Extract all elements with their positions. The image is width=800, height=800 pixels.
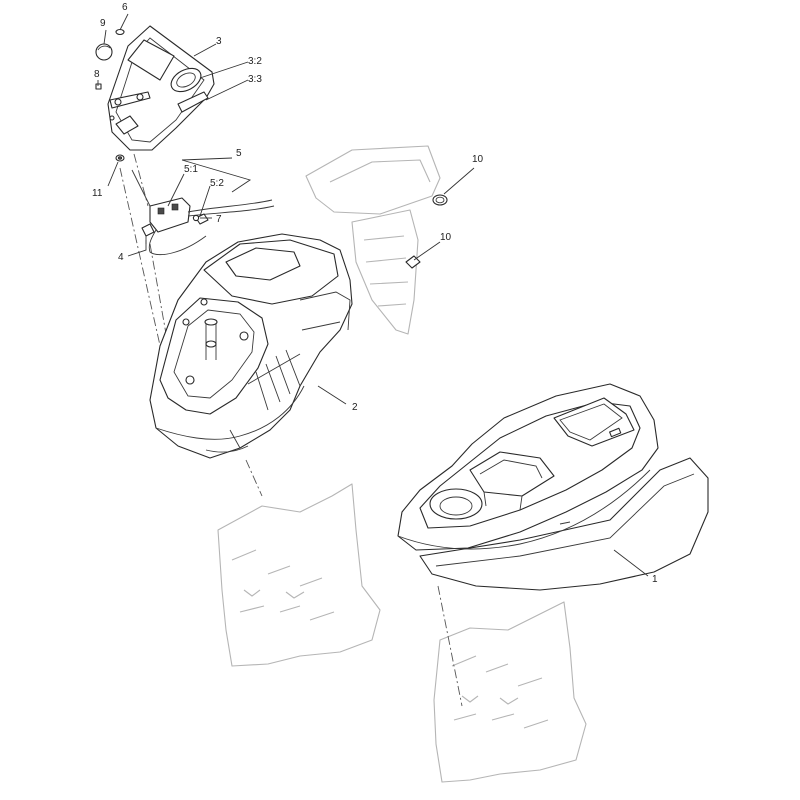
nut-part-8 [95,83,102,90]
grommet-part-11 [115,154,125,162]
decal-part-3-3 [177,91,209,113]
alignment-line-4 [149,243,171,357]
cup-holder [429,488,483,520]
callout-2: 2 [352,402,358,413]
callout-1: 1 [652,574,658,585]
callout-3: 3 [216,36,222,47]
screw-part-6 [115,28,125,36]
alignment-line-floor-left [245,459,263,497]
callout-5: 5 [236,148,242,159]
callout-10-lower: 10 [440,232,452,243]
connector-part-5-2 [195,213,209,225]
callout-3-2: 3:2 [248,56,262,67]
callout-7: 7 [216,214,222,225]
callout-10-upper: 10 [472,154,484,165]
control-panel-part-3 [107,25,215,151]
leader-lines [97,13,649,577]
switch-harness-part-5 [131,169,275,255]
console-part-1 [397,383,709,591]
alignment-line-11 [119,167,167,373]
callout-11: 11 [92,188,103,199]
callout-6: 6 [122,2,128,13]
callout-9: 9 [100,18,106,29]
alignment-line-panel [133,153,149,207]
callout-3-3: 3:3 [248,74,262,85]
sensor-part-4 [141,223,155,244]
callout-5-1: 5:1 [184,164,198,175]
switch-body-part-5-1 [149,197,191,233]
callout-4: 4 [118,252,124,263]
panel-window [127,39,175,81]
alignment-line-floor-right [437,585,463,707]
housing-part-2 [149,233,353,459]
clamp-part-10-lower [405,255,421,269]
fastener-part-7 [192,214,200,222]
ghost-floor-plate-right [433,601,587,783]
callout-5-2: 5:2 [210,178,224,189]
switch-window [115,115,139,135]
callout-8: 8 [94,69,100,80]
knob-part-9 [95,43,113,61]
clamp-part-10-upper [432,194,448,206]
ghost-floor-plate-left [217,483,381,667]
ghost-bracket-assembly [305,145,441,335]
housing-top-lid [225,247,301,281]
